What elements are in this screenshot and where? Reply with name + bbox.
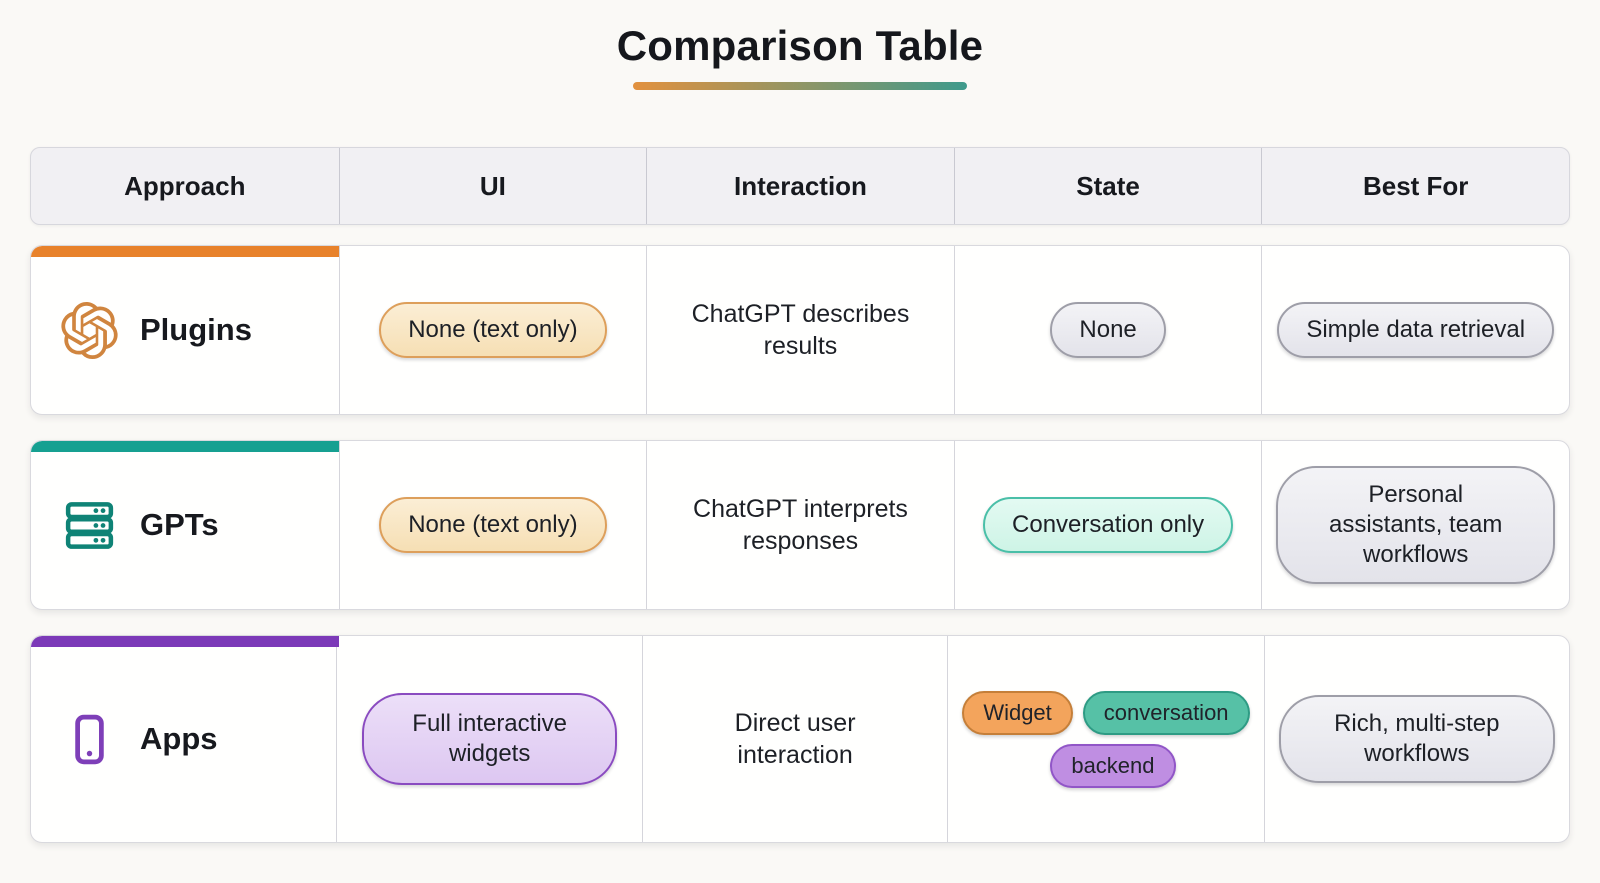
header-interaction: Interaction [646,148,954,224]
plugins-state-cell: None [953,246,1262,414]
header-best-for: Best For [1261,148,1569,224]
apps-approach-cell: Apps [31,636,336,842]
plugins-approach-cell: Plugins [31,246,339,414]
apps-row-label: Apps [140,721,218,756]
apps-best-for-cell: Rich, multi-step workflows [1263,636,1569,842]
plugins-interaction-text: ChatGPT describes results [691,299,910,361]
apps-ui-tag: Full interactive widgets [362,693,618,785]
gpts-interaction-text: ChatGPT interprets responses [693,494,908,556]
title-block: Comparison Table [0,0,1600,90]
apps-state-tag-backend: backend [1050,743,1176,788]
apps-interaction-text: Direct user interaction [734,708,856,770]
header-state: State [953,148,1262,224]
table-header-row: Approach UI Interaction State Best For [30,147,1570,225]
plugins-interaction-cell: ChatGPT describes results [646,246,954,414]
gpts-row-label: GPTs [140,507,219,542]
title-gradient-underline [633,82,967,90]
apps-state-tag-widget: Widget [962,690,1073,735]
gpts-approach-cell: GPTs [31,441,339,609]
apps-best-for-tag: Rich, multi-step workflows [1278,695,1555,783]
apps-accent-bar [31,636,339,647]
comparison-table: Approach UI Interaction State Best For P… [30,147,1570,843]
page-title: Comparison Table [616,22,984,69]
plugins-best-for-cell: Simple data retrieval [1261,246,1569,414]
plugins-state-tag: None [1050,302,1166,358]
header-approach: Approach [124,170,246,201]
gpts-best-for-cell: Personal assistants, team workflows [1261,441,1569,609]
gpts-ui-tag: None (text only) [379,497,607,553]
gpts-best-for-tag: Personal assistants, team workflows [1276,466,1555,584]
gpts-interaction-cell: ChatGPT interprets responses [646,441,954,609]
apps-state-cell: Widget conversation backend [947,636,1263,842]
table-row-plugins: Plugins None (text only) ChatGPT describ… [30,245,1570,415]
gpts-state-cell: Conversation only [953,441,1262,609]
plugins-ui-tag: None (text only) [379,302,607,358]
apps-state-tag-cluster: Widget conversation backend [962,690,1250,788]
plugins-accent-bar [31,246,339,257]
plugins-ui-cell: None (text only) [338,246,647,414]
apps-interaction-cell: Direct user interaction [641,636,947,842]
plugins-row-label: Plugins [140,312,252,347]
gpts-accent-bar [31,441,339,452]
gpts-state-tag: Conversation only [983,497,1234,553]
header-ui: UI [338,148,647,224]
plugins-best-for-tag: Simple data retrieval [1277,302,1555,358]
gpts-ui-cell: None (text only) [338,441,647,609]
openai-logo-icon [61,301,118,359]
table-row-gpts: GPTs None (text only) ChatGPT interprets… [30,440,1570,610]
apps-state-tag-conversation: conversation [1082,690,1250,735]
apps-ui-cell: Full interactive widgets [336,636,641,842]
server-stack-icon [61,497,118,554]
smartphone-icon [61,711,118,768]
table-row-apps: Apps Full interactive widgets Direct use… [30,635,1570,843]
